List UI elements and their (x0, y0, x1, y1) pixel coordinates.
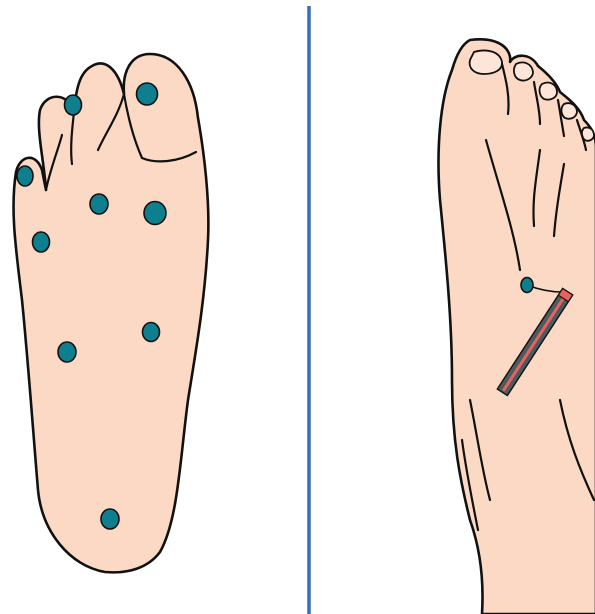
sensor-marker (65, 95, 82, 115)
plantar-view-panel (14, 54, 209, 572)
toenail-2 (514, 62, 533, 80)
sole-outline (14, 54, 209, 572)
toenail-3 (540, 83, 557, 100)
big-toenail (470, 50, 502, 74)
sensor-marker (90, 194, 108, 214)
sensor-marker (101, 509, 119, 529)
sensor-marker (144, 202, 166, 225)
sensor-marker (521, 278, 533, 293)
dorsal-sensor-markers (521, 278, 533, 293)
dorsal-foot-outline (439, 39, 595, 614)
sensor-marker (58, 342, 76, 362)
sensor-marker (33, 232, 50, 252)
dorsal-view-panel (439, 39, 595, 614)
toenail-4 (561, 103, 577, 119)
sensor-marker (143, 323, 160, 342)
sensor-marker (17, 166, 33, 186)
sensor-marker (137, 83, 158, 105)
